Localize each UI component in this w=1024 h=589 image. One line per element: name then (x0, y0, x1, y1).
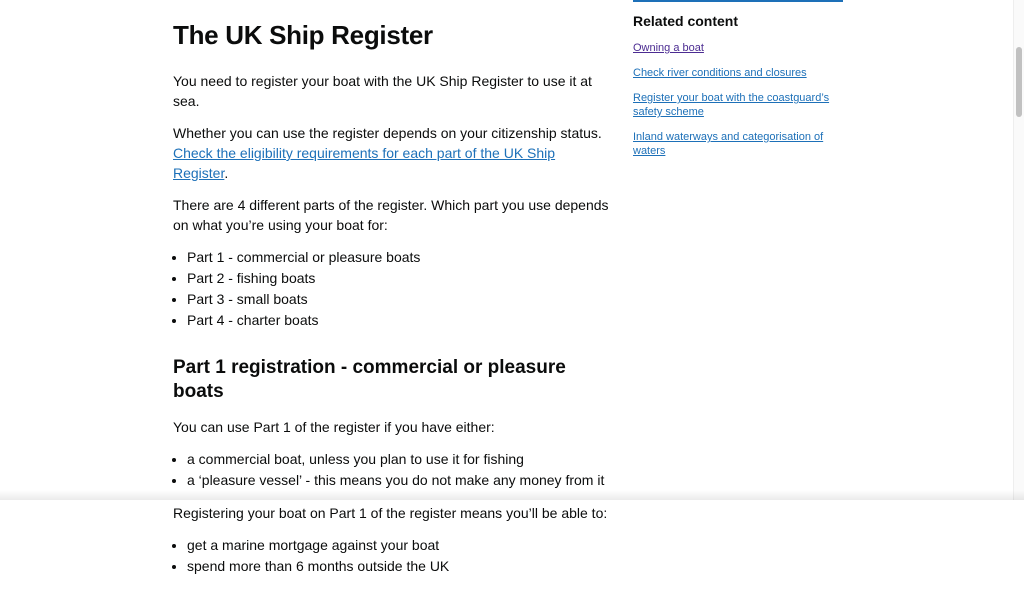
part1-heading: Part 1 registration - commercial or plea… (173, 357, 566, 402)
list-item: Part 1 - commercial or pleasure boats (187, 247, 613, 268)
part1-benefits-list: get a marine mortgage against your boat … (173, 535, 613, 577)
scrollbar[interactable] (1013, 0, 1024, 500)
related-link-coastguard-scheme[interactable]: Register your boat with the coastguard’s… (633, 92, 830, 118)
parts-list: Part 1 - commercial or pleasure boats Pa… (173, 247, 613, 331)
related-content-heading: Related content (633, 13, 739, 29)
part1-benefits-intro: Registering your boat on Part 1 of the r… (173, 505, 608, 521)
list-item: a ‘pleasure vessel’ - this means you do … (187, 470, 613, 491)
scrollbar-thumb[interactable] (1016, 47, 1022, 117)
list-item: Part 4 - charter boats (187, 310, 613, 331)
part1-intro: You can use Part 1 of the register if yo… (173, 419, 495, 435)
page-title: The UK Ship Register (173, 20, 433, 50)
bottom-shadow (0, 490, 1024, 500)
list-item: Part 2 - fishing boats (187, 268, 613, 289)
list-item: Part 3 - small boats (187, 289, 613, 310)
related-link-river-conditions[interactable]: Check river conditions and closures (633, 67, 807, 79)
list-item: spend more than 6 months outside the UK (187, 556, 613, 577)
parts-intro: There are 4 different parts of the regis… (173, 197, 609, 233)
list-item: get a marine mortgage against your boat (187, 535, 613, 556)
part1-list: a commercial boat, unless you plan to us… (173, 449, 613, 491)
related-content-sidebar: Related content Owning a boat Check rive… (633, 0, 843, 169)
related-link-owning-a-boat[interactable]: Owning a boat (633, 42, 704, 54)
eligibility-paragraph: Whether you can use the register depends… (173, 123, 613, 183)
main-content: The UK Ship Register You need to registe… (173, 18, 613, 589)
eligibility-text: Whether you can use the register depends… (173, 125, 602, 141)
intro-text: You need to register your boat with the … (173, 73, 592, 109)
eligibility-link[interactable]: Check the eligibility requirements for e… (173, 145, 556, 181)
eligibility-end: . (224, 165, 229, 181)
related-link-inland-waterways[interactable]: Inland waterways and categorisation of w… (633, 131, 824, 157)
list-item: a commercial boat, unless you plan to us… (187, 449, 613, 470)
